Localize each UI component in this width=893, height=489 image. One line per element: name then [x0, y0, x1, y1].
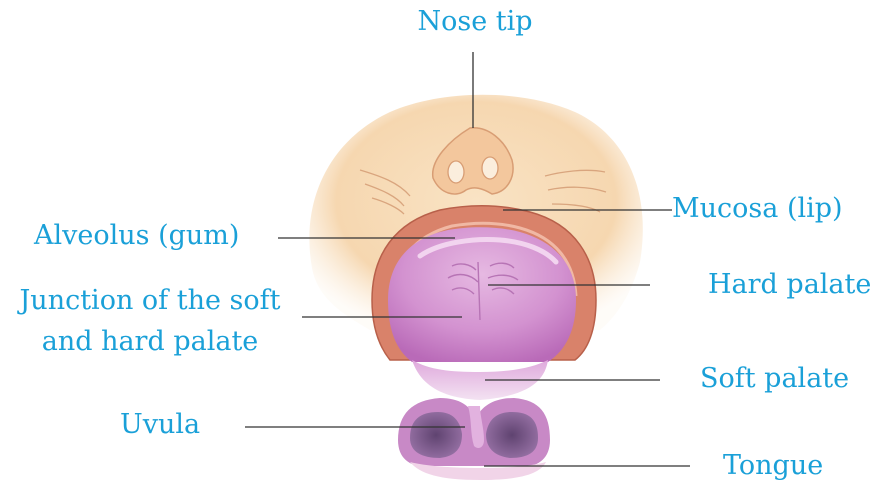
label-hard-palate: Hard palate	[708, 269, 871, 301]
hard-palate	[388, 227, 576, 362]
label-junction-line1: Junction of the soft	[0, 285, 300, 317]
label-junction-line2: and hard palate	[0, 326, 300, 358]
label-soft-palate: Soft palate	[700, 363, 849, 395]
label-mucosa-lip: Mucosa (lip)	[672, 193, 843, 225]
label-uvula: Uvula	[120, 409, 200, 441]
label-tongue: Tongue	[723, 450, 823, 482]
label-nose-tip: Nose tip	[400, 6, 550, 38]
label-alveolus: Alveolus (gum)	[34, 220, 239, 252]
throat	[398, 398, 550, 466]
